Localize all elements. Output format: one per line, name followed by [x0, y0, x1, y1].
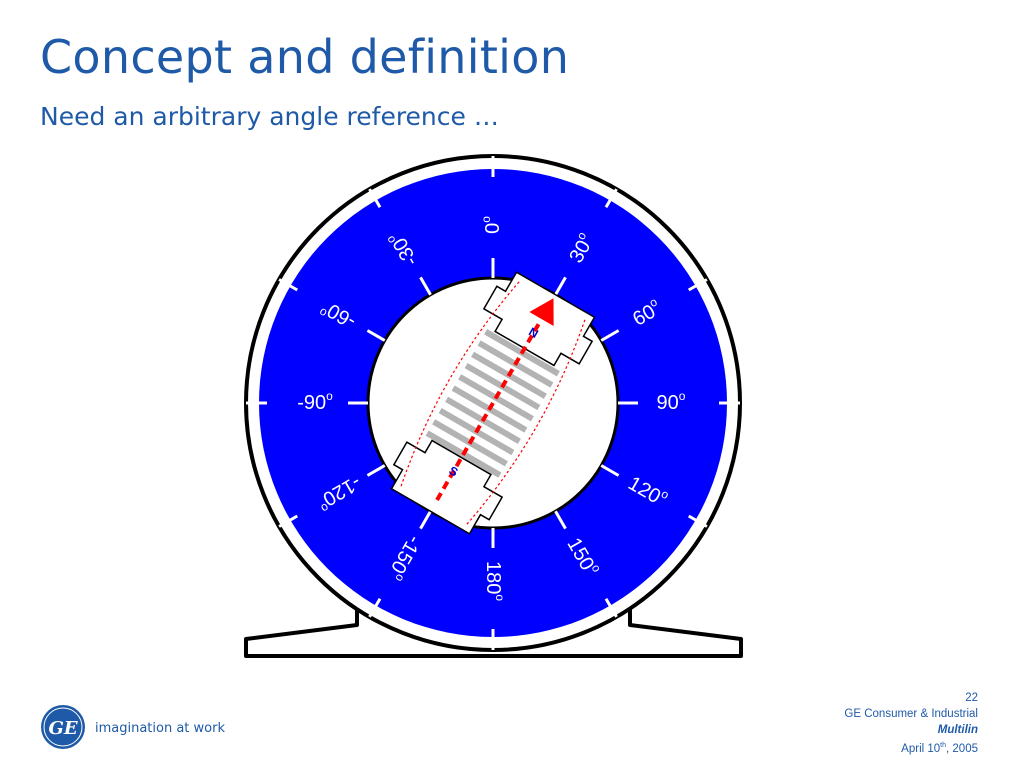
dial-ticks: [246, 156, 740, 650]
footer-block: 22 GE Consumer & Industrial Multilin Apr…: [844, 690, 978, 757]
angle-label: -90o: [297, 389, 333, 414]
dial-tick: [604, 188, 618, 209]
rotor-assembly: N S: [390, 271, 596, 535]
dial-tick: [419, 510, 432, 530]
company-name: GE Consumer & Industrial: [844, 708, 978, 720]
dial-tick: [600, 464, 620, 477]
dial-tick: [368, 188, 382, 209]
footer-tagline: imagination at work: [95, 721, 225, 736]
dial-tick: [419, 276, 432, 296]
north-pole-piece: [482, 271, 596, 367]
dial-tick: [554, 510, 567, 530]
needle-axis: [432, 323, 541, 506]
dial-tick: [554, 276, 567, 296]
slide-title: Concept and definition: [40, 30, 570, 84]
brand-name: Multilin: [937, 724, 978, 736]
footer-date: April 10th, 2005: [901, 742, 978, 755]
dial-tick: [278, 278, 299, 292]
dial-tick: [600, 329, 620, 342]
angle-label-text: 180o: [482, 561, 507, 601]
south-pole-piece: [390, 439, 504, 535]
angle-label-text: 0o: [479, 216, 504, 234]
angle-label: 90o: [657, 389, 686, 414]
dial-tick: [687, 278, 708, 292]
dial-tick: [278, 514, 299, 528]
dial-tick: [604, 597, 618, 618]
svg-text:GE: GE: [48, 718, 77, 739]
dial-tick: [366, 329, 386, 342]
angle-label-text: 90o: [657, 389, 686, 414]
slide-subtitle: Need an arbitrary angle reference …: [40, 102, 499, 131]
dial-tick: [366, 464, 386, 477]
angle-label: 0o: [479, 216, 504, 234]
needle-arrowhead: [529, 298, 554, 326]
page-number: 22: [965, 692, 978, 704]
dial-tick: [687, 514, 708, 528]
dial-tick: [368, 597, 382, 618]
ge-logo: GE: [41, 705, 85, 749]
angle-label: 180o: [482, 561, 507, 601]
angle-label-text: -90o: [297, 389, 333, 414]
